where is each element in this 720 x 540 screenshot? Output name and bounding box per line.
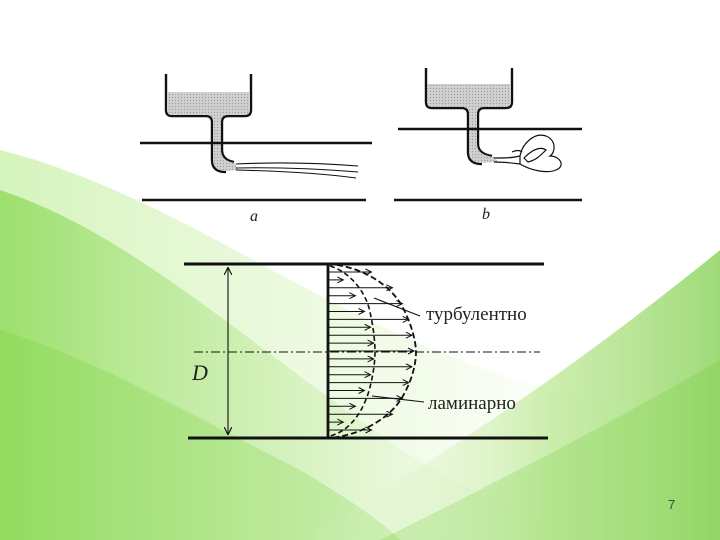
- velocity-arrow-head: [365, 426, 373, 434]
- label-diameter: D: [192, 360, 208, 385]
- laminar-leader-line: [371, 395, 425, 403]
- velocity-arrow-head: [405, 363, 414, 371]
- velocity-arrow-head: [407, 347, 416, 355]
- velocity-arrow-head: [358, 387, 366, 394]
- velocity-arrow-head: [396, 300, 404, 308]
- velocity-arrow-head: [367, 355, 375, 363]
- panel-b-jet-burst: [493, 134, 562, 173]
- velocity-arrow-head: [364, 323, 372, 331]
- velocity-arrow-head: [405, 331, 414, 339]
- velocity-arrow-head: [337, 418, 345, 426]
- page-number: 7: [668, 497, 676, 512]
- label-a: a: [250, 208, 258, 225]
- velocity-arrow-head: [402, 315, 410, 323]
- laminar-profile-curve: [329, 265, 376, 437]
- velocity-arrow-head: [349, 402, 357, 410]
- label-b: b: [482, 206, 490, 223]
- velocity-arrow-head: [396, 394, 404, 402]
- velocity-arrow-head: [367, 339, 375, 347]
- velocity-arrow-head: [386, 410, 394, 418]
- velocity-arrow-head: [386, 284, 394, 292]
- label-laminar: ламинарно: [428, 393, 516, 414]
- velocity-arrows: [328, 268, 416, 434]
- velocity-arrow-head: [358, 308, 366, 315]
- panel-a-nozzle: [164, 74, 253, 174]
- velocity-arrow-head: [349, 292, 357, 300]
- label-turbulent: турбулентно: [426, 304, 527, 325]
- velocity-arrow-head: [337, 276, 345, 284]
- turbulent-profile-curve: [327, 263, 417, 439]
- velocity-arrow-head: [402, 379, 410, 387]
- panel-b-nozzle: [424, 68, 514, 166]
- panel-a-jet: [235, 162, 359, 179]
- turbulent-leader-line: [373, 297, 421, 317]
- velocity-arrow-head: [365, 268, 373, 276]
- velocity-arrow-head: [364, 371, 372, 379]
